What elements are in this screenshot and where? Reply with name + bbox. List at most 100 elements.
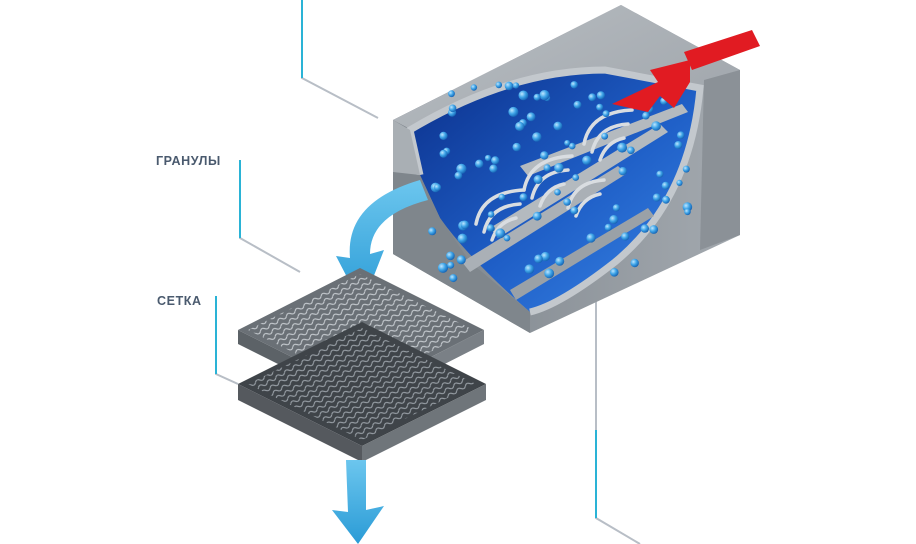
granule [544,268,555,279]
lower-mesh-weave [248,328,476,440]
granule [609,215,619,224]
inflow-pipe [684,30,760,70]
granule [676,179,683,186]
granule [642,111,650,120]
granule [674,141,683,149]
granule [618,167,627,176]
transducer-bar [462,166,626,272]
granule [515,121,525,131]
granule [612,204,621,212]
granule [524,264,535,275]
granule [532,211,542,221]
granule [519,193,528,202]
granule [539,90,550,101]
granule [570,206,579,215]
mesh-label: СЕТКА [157,294,202,308]
granule [662,195,670,204]
lower-mesh-side-left [238,384,362,462]
granule [491,156,500,165]
granule [460,220,470,230]
granule [649,225,659,234]
granule [604,223,612,231]
granule [526,112,536,122]
granule [684,208,691,216]
chamber-lip [393,120,420,175]
transducer-bar [490,124,668,238]
granule [572,174,580,181]
bottom-right-leader-line [595,262,641,544]
granule [596,91,606,100]
granule [532,132,542,142]
granule [439,149,448,158]
granule [540,151,549,160]
granule [448,104,457,113]
granule [554,163,564,173]
granule [512,142,521,152]
granule [682,202,693,212]
granule [457,233,468,244]
granule [652,193,661,202]
granule [470,84,478,91]
granule [487,211,495,218]
lower-mesh-side-right [362,384,486,462]
chamber-rim [406,66,704,316]
granule [518,90,529,101]
granule [601,132,609,140]
granules-label: ГРАНУЛЫ [156,154,221,168]
lower-mesh-tray [238,322,486,462]
granule [504,81,514,91]
granule [489,164,498,173]
granule [677,131,685,139]
granule [508,106,519,117]
granule [454,171,463,180]
granule [512,82,520,89]
chamber-right-wall [700,70,740,250]
granule [682,165,690,173]
granule [446,251,455,261]
granule [570,81,578,89]
chamber-front-wall [393,172,530,333]
granule [540,251,551,262]
granule [651,121,661,131]
top-left-leader-line [301,0,379,119]
granule [555,256,565,266]
granule [582,155,592,165]
granule [447,261,455,269]
granule [627,146,635,155]
granule [439,131,448,140]
granule [534,254,543,264]
inflow-arrowhead [612,60,690,112]
granule [449,274,458,283]
granule [564,140,571,146]
granule [428,227,437,236]
red-arrow-icon [612,30,760,112]
granule [563,198,571,206]
granule [448,90,455,98]
leader-lines [215,0,641,544]
granule [495,81,503,89]
granule [498,193,506,201]
granule [553,121,563,131]
granule [486,224,495,232]
granule [656,170,664,178]
granule [437,262,449,273]
granule [475,159,484,168]
granule [640,224,649,233]
granule [573,100,582,109]
granule [456,163,467,174]
granule [630,258,639,268]
granule [602,110,610,118]
outflow-arrow [332,460,384,544]
granule [554,188,561,196]
granule [588,93,597,102]
granule [661,181,670,190]
mesh-leader-line [215,296,239,385]
granule [484,154,492,162]
granule [533,175,543,184]
granule [533,93,541,101]
granule [456,255,466,265]
granule [433,183,442,191]
granule [596,103,604,111]
